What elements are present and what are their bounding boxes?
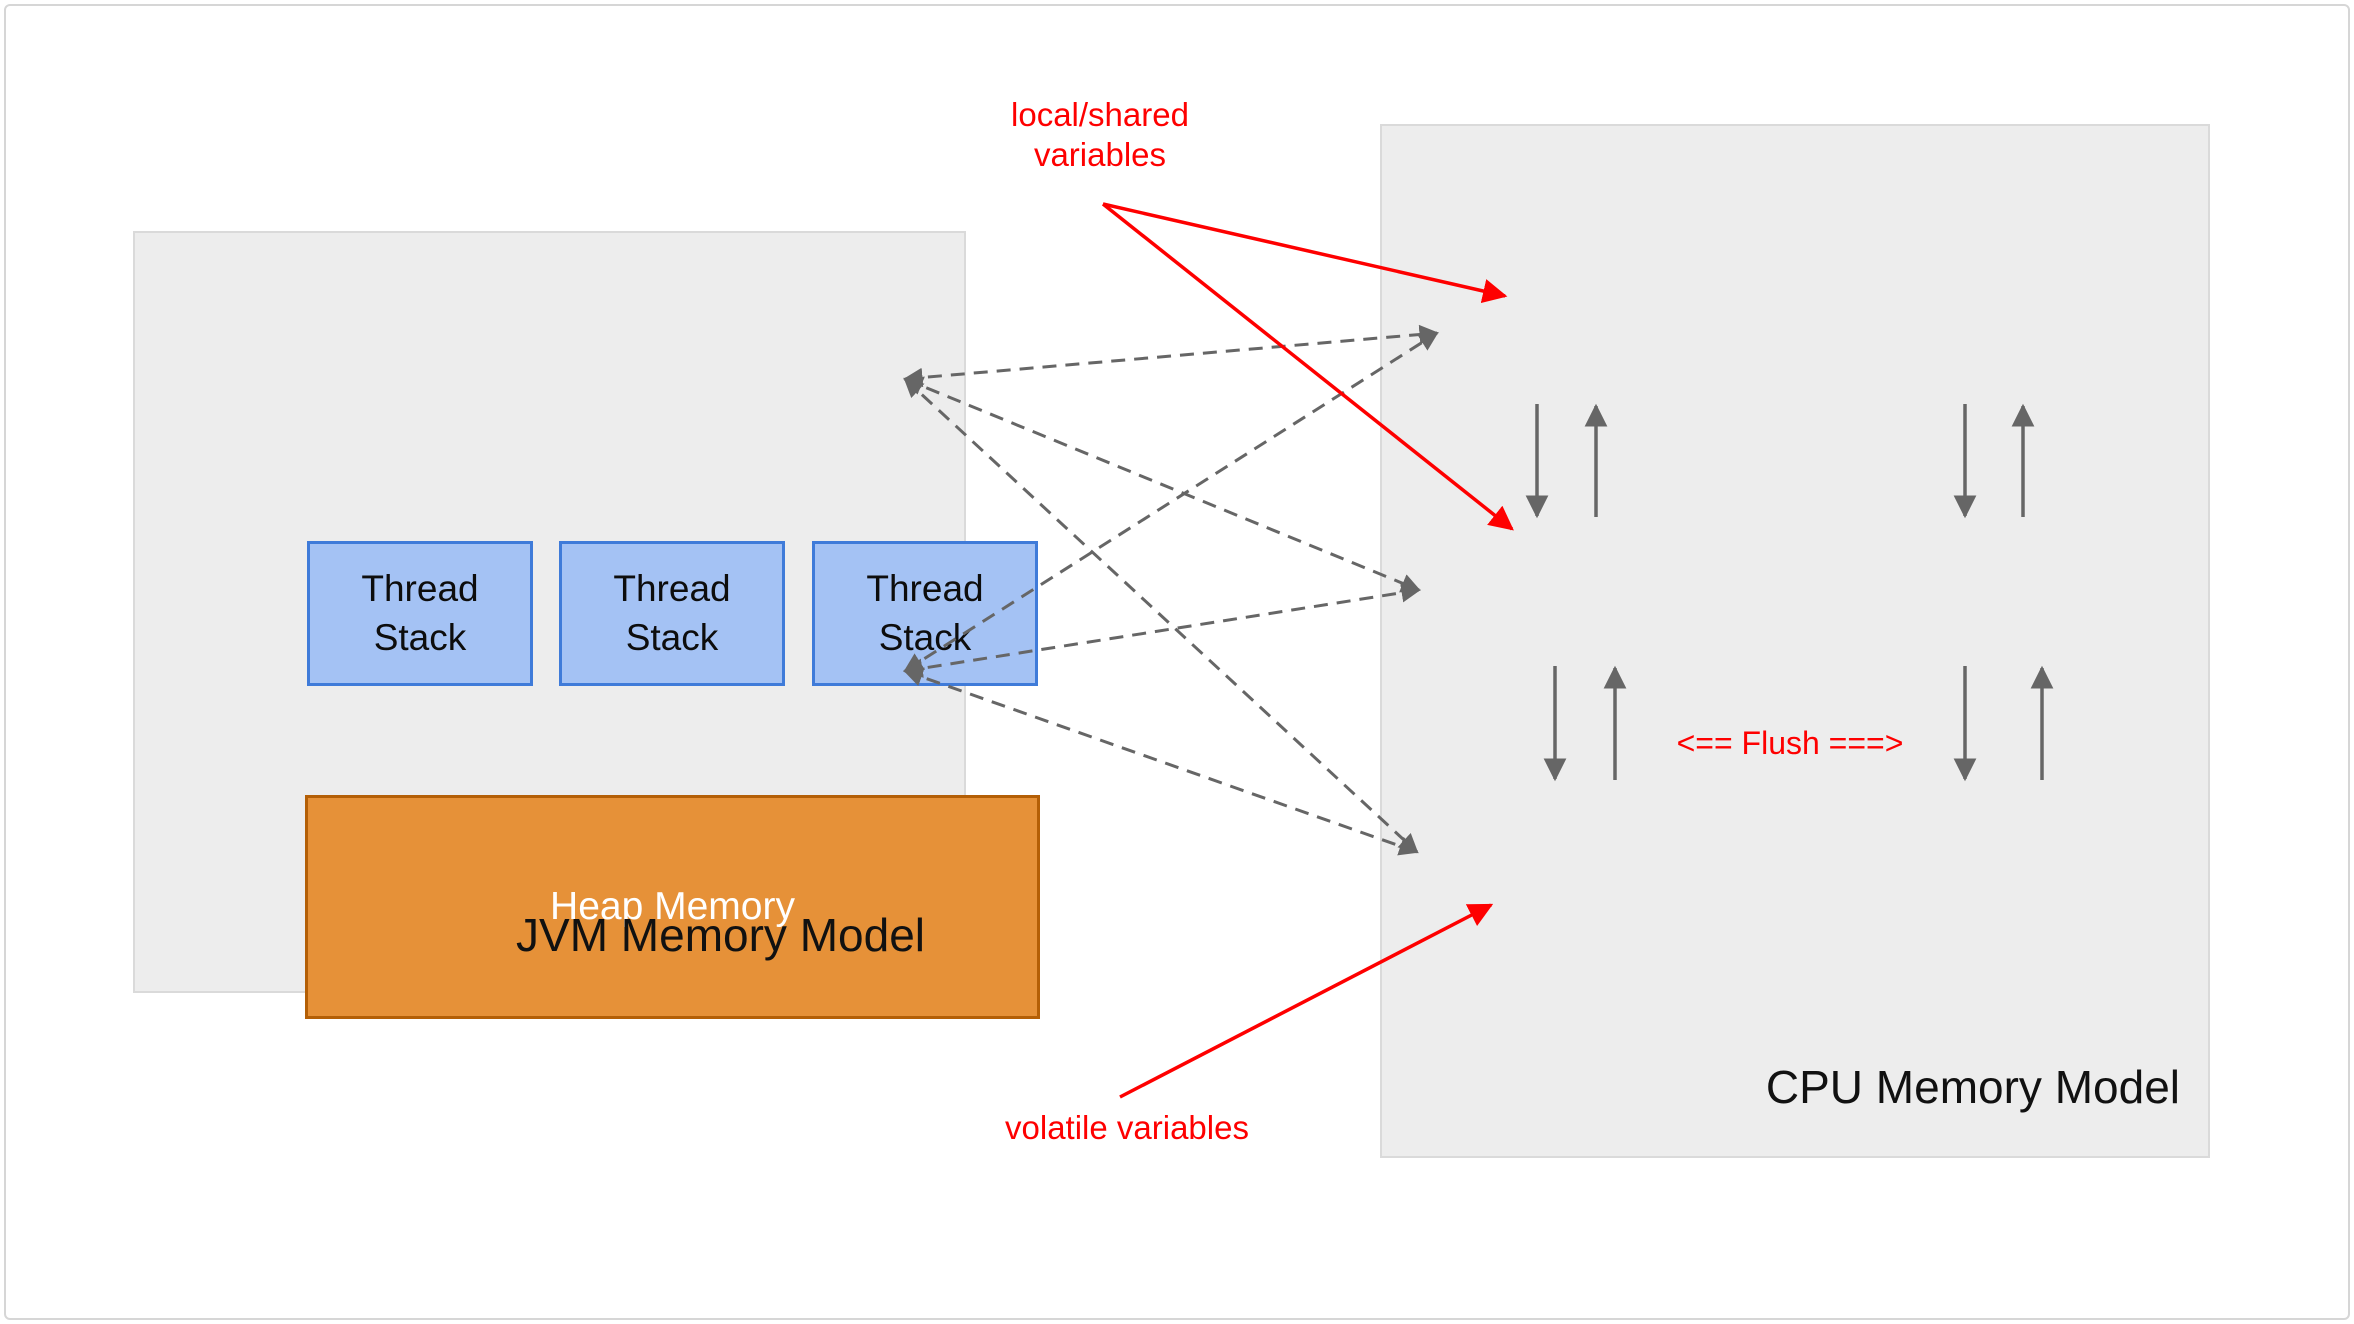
jvm-model-title: JVM Memory Model [516, 909, 925, 961]
cpu-model-title: CPU Memory Model [1765, 1061, 2180, 1113]
flush-label: <== Flush ===> [1676, 725, 1904, 761]
local-shared-variables-label: local/shared variables [1011, 96, 1189, 174]
thread-stack-box-3: Thread Stack [812, 541, 1038, 686]
cpu-memory-model-container: CPU REGISTER CPU REGISTER CPU-Cache Memo… [1380, 124, 2210, 1158]
thread-stack-box-1: Thread Stack [307, 541, 533, 686]
jvm-memory-model-container: Thread Stack Thread Stack Thread Stack H… [133, 231, 1040, 1019]
volatile-variables-label: volatile variables [1005, 1109, 1249, 1146]
dashed-connector-stack-register [903, 324, 1439, 388]
thread-stack-box-2: Thread Stack [559, 541, 785, 686]
heap-memory-box: Heap Memory [305, 795, 1040, 1019]
